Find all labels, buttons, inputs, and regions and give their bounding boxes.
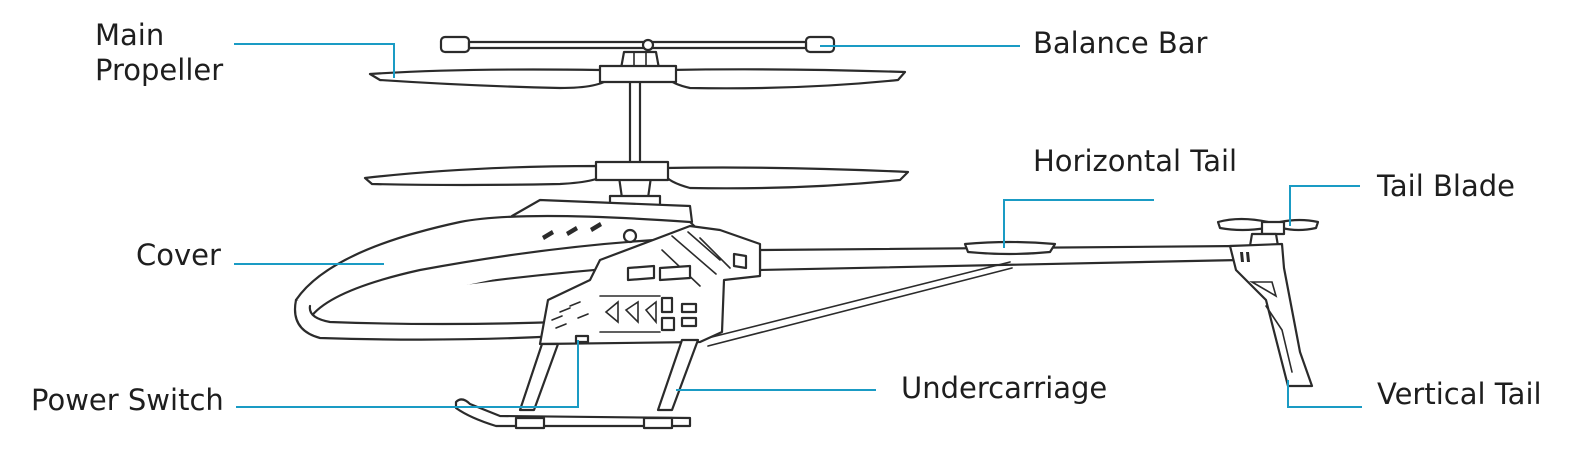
label-power-switch: Power Switch	[31, 383, 224, 417]
horizontal-tail-part	[963, 240, 1057, 256]
leader-horizontal-tail	[1003, 199, 1154, 248]
side-frame-part	[538, 224, 762, 346]
tail-rotor-part	[1216, 217, 1320, 248]
leader-power-switch	[236, 340, 579, 408]
label-horizontal-tail: Horizontal Tail	[1033, 144, 1238, 178]
label-vertical-tail: Vertical Tail	[1377, 377, 1542, 411]
lower-propeller-part	[363, 160, 910, 190]
leader-tail-blade	[1289, 185, 1360, 226]
tail-boom-part	[699, 244, 1242, 347]
label-main-propeller: Main Propeller	[95, 18, 223, 88]
label-main-propeller-line2: Propeller	[95, 53, 224, 87]
balance-bar-part	[439, 35, 836, 54]
label-undercarriage: Undercarriage	[901, 371, 1108, 405]
label-cover: Cover	[136, 238, 221, 272]
label-main-propeller-line1: Main	[95, 18, 165, 52]
main-propeller-part	[368, 64, 907, 90]
leader-main-propeller	[234, 43, 395, 78]
label-tail-blade: Tail Blade	[1377, 169, 1515, 203]
vertical-tail-part	[1228, 242, 1314, 388]
leader-lines	[234, 43, 1362, 408]
leader-vertical-tail	[1287, 380, 1362, 408]
undercarriage-part	[454, 338, 700, 430]
cover-part	[293, 198, 708, 341]
label-balance-bar: Balance Bar	[1033, 26, 1208, 60]
